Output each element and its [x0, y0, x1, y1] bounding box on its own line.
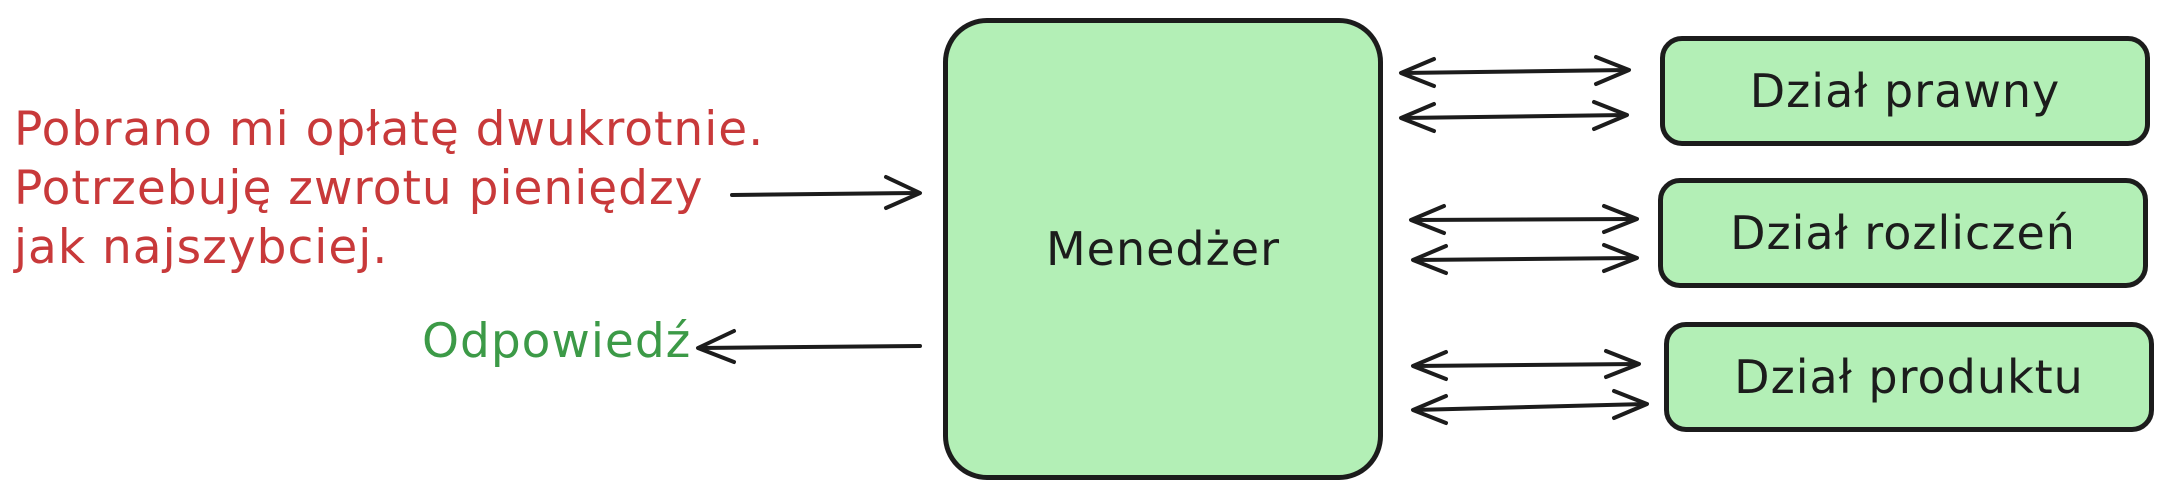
- request-arrow: [730, 175, 922, 210]
- product-department-box: Dział produktu: [1664, 322, 2154, 432]
- department-label: Dział rozliczeń: [1730, 206, 2076, 260]
- billing-double-arrow-bottom: [1411, 243, 1639, 275]
- product-double-arrow-top: [1411, 349, 1641, 381]
- request-line: Potrzebuję zwrotu pieniędzy: [14, 161, 704, 216]
- department-label: Dział produktu: [1734, 350, 2084, 404]
- manager-label: Menedżer: [1045, 222, 1280, 276]
- customer-request-text: Pobrano mi opłatę dwukrotnie. Potrzebuję…: [14, 100, 765, 277]
- request-line: Pobrano mi opłatę dwukrotnie.: [14, 102, 765, 157]
- billing-double-arrow-top: [1409, 204, 1639, 235]
- product-double-arrow-bottom: [1411, 389, 1649, 425]
- legal-department-box: Dział prawny: [1660, 36, 2150, 146]
- response-arrow: [696, 329, 922, 364]
- response-label: Odpowiedź: [422, 314, 692, 369]
- department-label: Dział prawny: [1749, 64, 2061, 118]
- legal-double-arrow-bottom: [1399, 100, 1629, 133]
- request-line: jak najszybciej.: [14, 220, 389, 275]
- manager-box: Menedżer: [943, 18, 1383, 480]
- billing-department-box: Dział rozliczeń: [1658, 178, 2148, 288]
- legal-double-arrow-top: [1399, 55, 1631, 88]
